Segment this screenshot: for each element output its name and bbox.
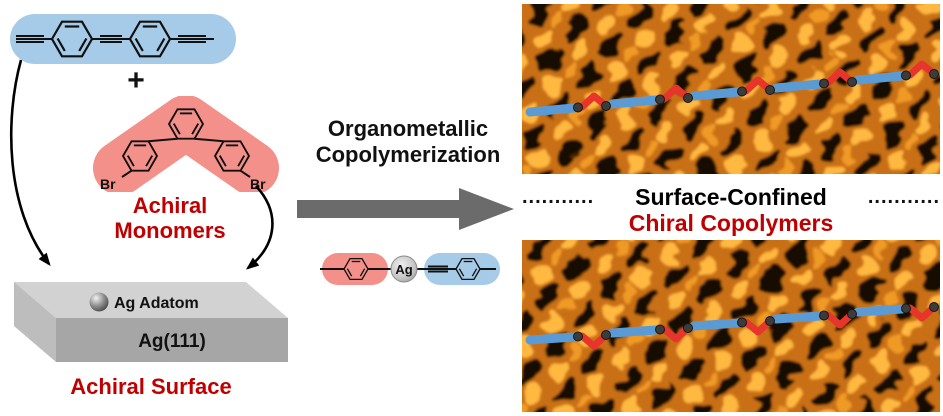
ag111-label: Ag(111) [138, 331, 206, 352]
plus-sign: + [127, 64, 145, 97]
dibromide-monomer-bonds [121, 137, 251, 178]
curved-arrow-right-icon [245, 185, 274, 270]
reaction-label-line1: Organometallic [327, 116, 489, 141]
product-label: Surface-Confined Chiral Copolymers [629, 184, 834, 236]
dibromide-monomer-structure: Br Br [93, 96, 279, 192]
schematic-blue-highlight [424, 253, 500, 285]
br-label-left: Br [100, 176, 116, 192]
organometallic-node-schematic: Ag [320, 253, 500, 285]
polymer-chain-overlay-bottom [525, 302, 939, 350]
schematic-red-highlight [322, 253, 388, 285]
achiral-monomers-line1: Achiral [132, 193, 208, 218]
curved-arrow-left-icon [9, 59, 51, 267]
alkyne-monomer-structure [10, 14, 236, 64]
reaction-label-line2: Copolymerization [315, 141, 501, 167]
dots-right: ........... [867, 186, 940, 208]
ag-atom-circle [390, 255, 418, 283]
slab-front-face [56, 318, 288, 362]
dots-left: ........... [522, 186, 595, 208]
achiral-surface-label: Achiral Surface [70, 374, 232, 399]
product-label-line1: Surface-Confined [635, 184, 827, 210]
achiral-monomers-label: Achiral Monomers [70, 193, 270, 243]
ag-adatom-sphere [89, 292, 109, 312]
slab-top-face [14, 282, 288, 318]
reaction-label: Organometallic Copolymerization [298, 116, 518, 168]
stm-image-top [522, 4, 940, 174]
stm-image-bottom [522, 240, 940, 412]
ag-slab: Ag Adatom Ag(111) [14, 282, 288, 362]
slab-left-face [14, 282, 56, 362]
alkyne-monomer-bonds [16, 35, 214, 43]
achiral-monomers-line2: Monomers [114, 217, 226, 243]
ag-adatom-label: Ag Adatom [114, 295, 199, 312]
polymer-chain-overlay-top [525, 60, 939, 117]
schematic-bonds [320, 265, 496, 273]
dibromide-monomer-highlight [93, 96, 279, 192]
reaction-arrow-icon [297, 188, 514, 230]
product-label-line2: Chiral Copolymers [628, 210, 834, 236]
br-label-right: Br [250, 176, 266, 192]
product-label-row: ........... Surface-Confined Chiral Copo… [522, 184, 940, 238]
ag-atom-label: Ag [395, 262, 412, 277]
